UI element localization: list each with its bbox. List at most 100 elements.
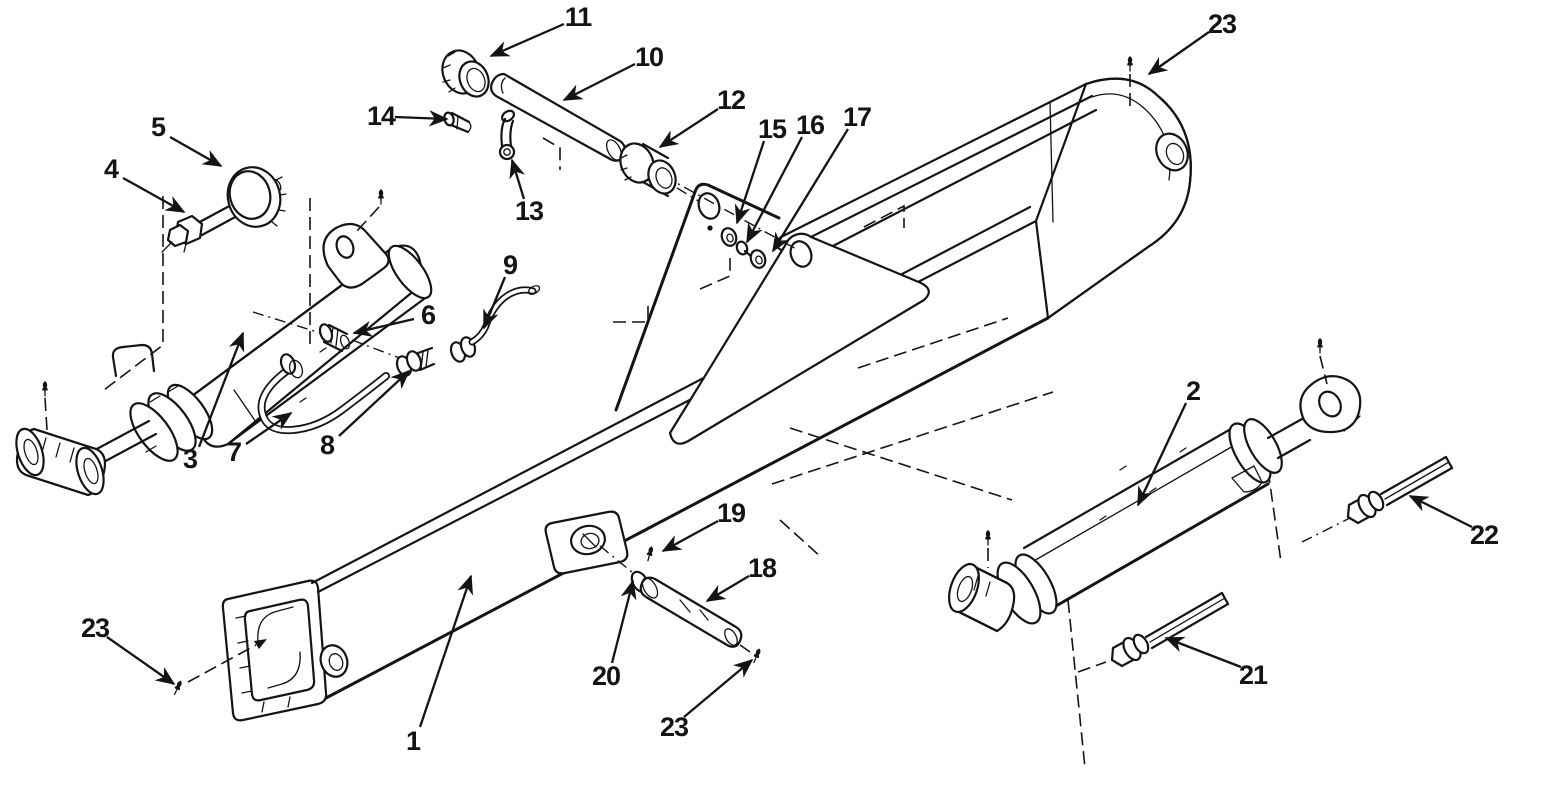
boom-lower-pivot-pad — [544, 510, 629, 575]
callout-1: 1 — [406, 574, 473, 756]
cap-cross-tube — [947, 562, 1016, 633]
rear-gusset-edge — [614, 182, 781, 412]
part-washer-5 — [226, 166, 287, 228]
callout-4: 4 — [104, 154, 186, 214]
callout-9: 9 — [482, 250, 519, 330]
callout-number: 2 — [1186, 376, 1200, 406]
callout-14: 14 — [367, 101, 449, 131]
grease-fitting-icon — [984, 529, 992, 546]
callout-leader-arrow — [245, 412, 293, 445]
callout-23-bottom-left: 23 — [81, 613, 176, 685]
callout-number: 16 — [796, 110, 825, 140]
callout-23-bottom-center: 23 — [660, 658, 754, 742]
callout-number: 17 — [843, 102, 871, 132]
callout-number: 15 — [758, 114, 787, 144]
callout-number: 9 — [503, 250, 518, 280]
callout-number: 23 — [660, 712, 689, 742]
rear-gusset-hole — [697, 192, 721, 220]
callout-2: 2 — [1136, 376, 1201, 507]
callout-leader-arrow — [705, 575, 750, 602]
callout-leader-arrow — [1136, 402, 1188, 507]
part-bushing-12 — [619, 142, 677, 198]
butt-bushing — [319, 644, 349, 678]
part-connector-6 — [318, 323, 351, 353]
callout-16: 16 — [745, 110, 826, 244]
callout-leader-arrow — [394, 110, 449, 127]
callout-number: 1 — [406, 726, 421, 756]
callout-number: 19 — [717, 498, 746, 528]
callout-leader-arrow — [661, 519, 719, 553]
boom-tip — [1034, 77, 1192, 320]
bolt-head — [161, 214, 204, 253]
part-bolt-23-top-right — [1126, 55, 1134, 106]
callout-leader-arrow — [122, 176, 186, 214]
callout-number: 10 — [635, 42, 663, 72]
callout-leader-arrow — [610, 579, 637, 664]
callout-leader-arrow — [509, 158, 526, 200]
grease-fitting-icon — [1316, 337, 1324, 354]
callout-3: 3 — [183, 331, 245, 474]
pivot-dot — [707, 225, 713, 231]
callout-leader-arrow — [772, 128, 849, 253]
grease-fitting-icon — [750, 646, 763, 665]
callout-10: 10 — [562, 42, 664, 102]
callout-number: 7 — [227, 437, 241, 467]
callout-number: 14 — [367, 101, 396, 131]
grease-fitting-icon — [377, 188, 385, 205]
grease-fitting-icon — [171, 678, 185, 697]
callout-number: 11 — [565, 2, 593, 32]
callout-leader-arrow — [352, 317, 415, 337]
part-bolt-22 — [1301, 455, 1454, 543]
callout-23-top-right: 23 — [1147, 9, 1238, 75]
phantom-lines — [103, 196, 1282, 769]
part-gusset-plates — [614, 175, 930, 445]
callout-6: 6 — [352, 300, 437, 337]
callout-leader-arrow — [482, 276, 507, 330]
part-lock-pin-13 — [498, 109, 516, 161]
callout-13: 13 — [509, 158, 545, 226]
callout-leader-arrow — [658, 108, 719, 148]
callout-leader-arrow — [1408, 494, 1473, 529]
callout-15: 15 — [734, 114, 788, 225]
part-bolt-4-washer-5 — [161, 166, 287, 253]
callout-12: 12 — [658, 85, 746, 148]
callout-11: 11 — [489, 2, 593, 58]
grease-fitting-icon — [41, 380, 49, 397]
callout-leader-arrow — [489, 22, 565, 58]
callout-leader-arrow — [734, 140, 766, 225]
callout-number: 22 — [1470, 520, 1498, 550]
callout-5: 5 — [151, 112, 223, 167]
rod-end-clevis — [322, 222, 390, 289]
callout-leader-arrow — [745, 136, 804, 244]
callout-21: 21 — [1164, 636, 1269, 690]
callout-leader-arrow — [106, 636, 176, 685]
callout-leader-arrow — [1147, 31, 1210, 75]
part-pin-18 — [639, 576, 743, 648]
callout-leader-arrow — [197, 331, 245, 448]
part-bolt-23-bottom-left — [171, 639, 267, 697]
callout-leader-arrow — [683, 658, 754, 718]
part-washer-15 — [720, 227, 738, 247]
clip-pin-19-icon — [644, 544, 656, 563]
callout-number: 12 — [717, 85, 745, 115]
callout-leader-arrow — [418, 574, 473, 728]
callout-number: 4 — [104, 154, 119, 184]
callout-leader-arrow — [1164, 636, 1242, 669]
callout-leader-arrow — [562, 62, 636, 102]
callout-18: 18 — [705, 553, 778, 602]
callout-19: 19 — [661, 498, 747, 553]
part-lower-pin-group — [599, 544, 763, 665]
callout-number: 8 — [320, 430, 335, 460]
callout-number: 21 — [1239, 660, 1268, 690]
cap-cross-tube — [15, 427, 107, 497]
grease-fitting-icon — [1126, 55, 1134, 72]
part-boom-weldment — [221, 77, 1192, 722]
callout-20: 20 — [592, 579, 637, 691]
callout-8: 8 — [320, 369, 411, 460]
callout-number: 18 — [748, 553, 777, 583]
callout-number: 23 — [81, 613, 110, 643]
callout-number: 6 — [421, 300, 436, 330]
callout-number: 13 — [515, 196, 544, 226]
